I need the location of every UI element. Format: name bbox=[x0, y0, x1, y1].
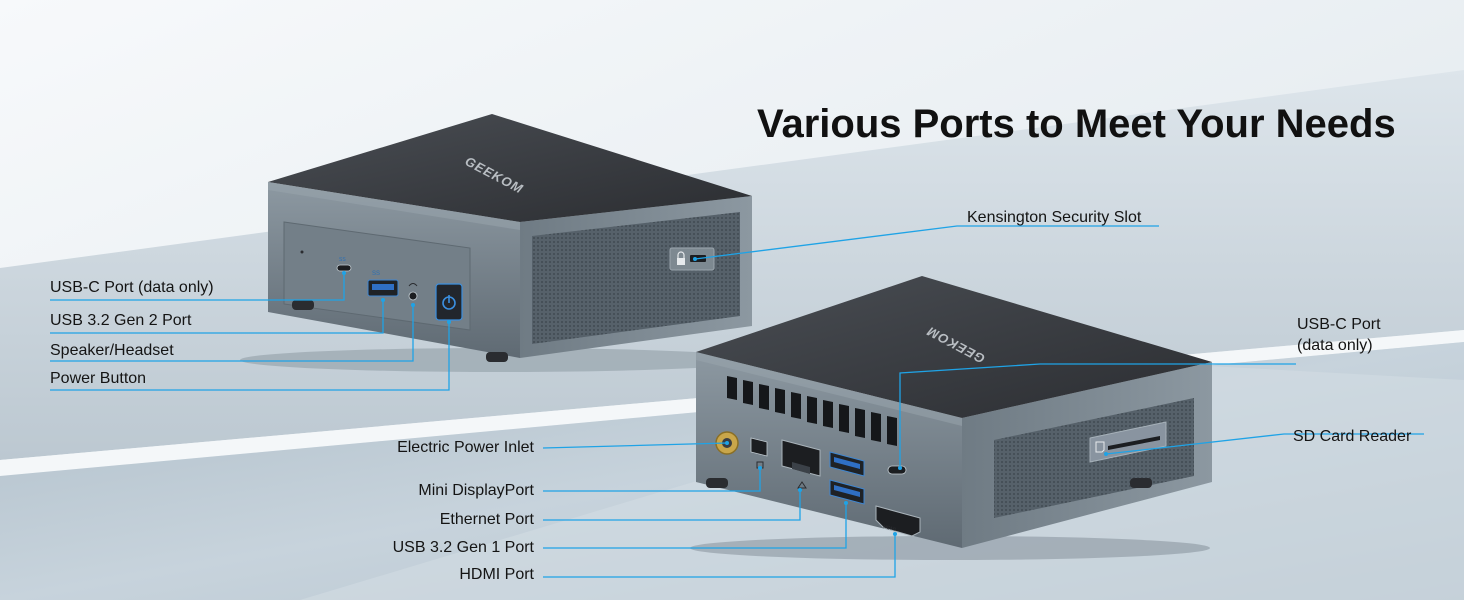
label-kensington: Kensington Security Slot bbox=[967, 209, 1142, 226]
label-power-button: Power Button bbox=[50, 370, 147, 387]
label-sd-card: SD Card Reader bbox=[1293, 428, 1412, 445]
leader-lines bbox=[50, 225, 1424, 578]
label-usb-c-front: USB-C Port (data only) bbox=[50, 279, 214, 296]
label-mini-dp: Mini DisplayPort bbox=[418, 482, 534, 499]
ethernet-icon bbox=[781, 439, 821, 489]
sd-card-icon bbox=[1089, 421, 1167, 463]
hdmi-icon: HDMI bbox=[875, 505, 921, 537]
label-speaker-headset: Speaker/Headset bbox=[50, 342, 174, 359]
label-hdmi: HDMI Port bbox=[459, 566, 534, 583]
label-power-inlet: Electric Power Inlet bbox=[397, 439, 534, 456]
label-usb-c-rear-line1: USB-C Port bbox=[1297, 316, 1381, 333]
label-ethernet: Ethernet Port bbox=[439, 511, 534, 528]
power-icon bbox=[435, 283, 463, 321]
label-usb32-gen2: USB 3.2 Gen 2 Port bbox=[50, 312, 192, 329]
usb-a-icon bbox=[829, 451, 865, 505]
usb-a-icon: SS bbox=[367, 271, 399, 297]
label-usb32-gen1: USB 3.2 Gen 1 Port bbox=[392, 539, 534, 556]
headset-jack-icon bbox=[408, 283, 418, 301]
lock-icon bbox=[669, 247, 715, 271]
svg-text:SS: SS bbox=[372, 271, 380, 277]
svg-text:HDMI: HDMI bbox=[883, 524, 897, 533]
label-usb-c-rear-line2: (data only) bbox=[1297, 337, 1373, 354]
rear-mini-pc: GEEKOM bbox=[690, 276, 1212, 560]
headline: Various Ports to Meet Your Needs bbox=[757, 102, 1396, 146]
usb-c-icon bbox=[887, 465, 907, 475]
svg-text:SS: SS bbox=[339, 257, 346, 263]
front-mini-pc: GEEKOM SS SS bbox=[240, 114, 760, 372]
